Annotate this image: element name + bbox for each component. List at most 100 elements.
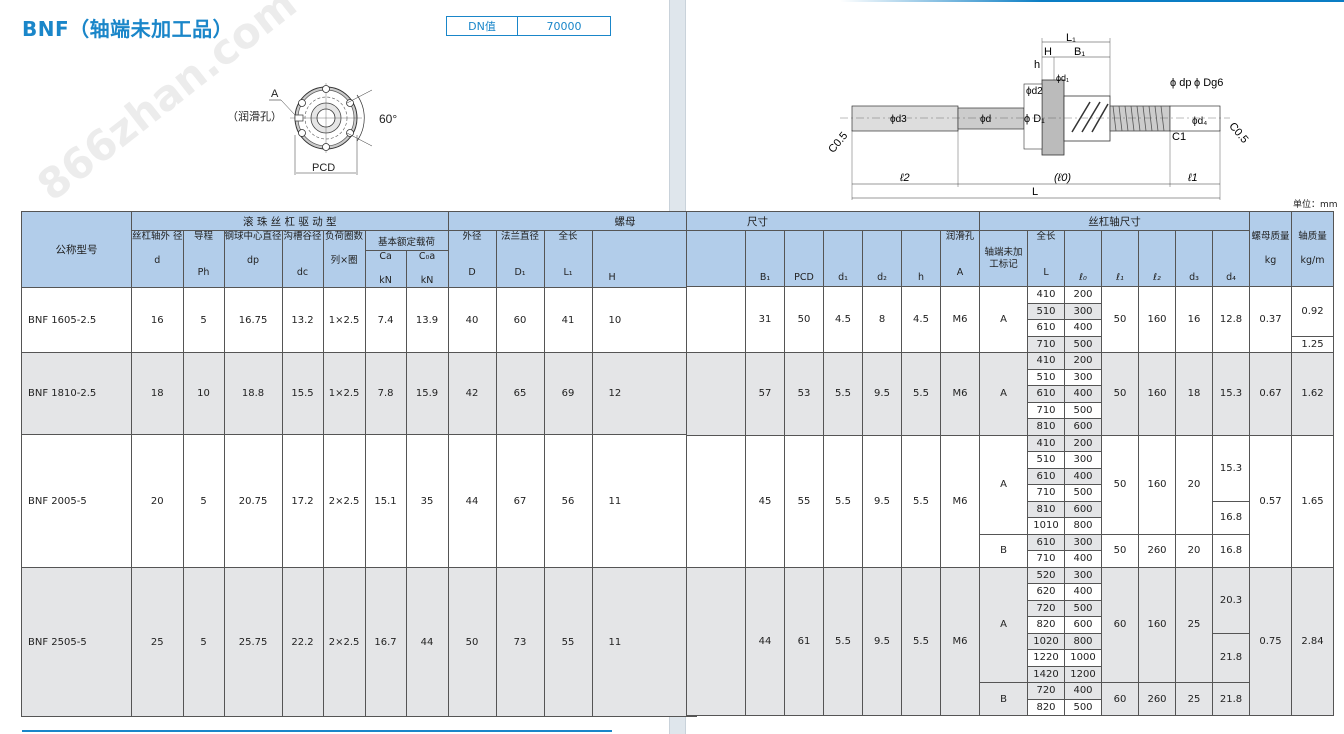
cell-d: 25 [131,567,184,717]
cell-l2: 260 [1138,682,1176,716]
cell-l0: 400 [1064,319,1102,337]
unit-label: 单位：mm [1293,200,1338,210]
cell-total-length: 610 [1027,319,1065,337]
cell-l2: 260 [1138,533,1176,568]
cell-dp: 16.75 [223,287,283,353]
cell-end-mark: A [979,434,1028,535]
cell-D: 50 [447,567,497,717]
cell-d3: 25 [1175,682,1213,716]
cell-d1: 5.5 [823,434,863,568]
header-b1: B₁ [745,230,785,287]
cell-shaft-mass: 1.65 [1291,434,1334,568]
cell-D: 40 [447,287,497,353]
header-d4: d₄ [1212,230,1250,287]
cell-l0: 200 [1064,434,1102,452]
cell-L1: 41 [543,287,593,353]
cell-l0: 300 [1064,566,1102,584]
cell-dc: 13.2 [281,287,324,353]
cell-shaft-mass-alt: 1.25 [1291,335,1334,353]
cell-d3: 20 [1175,434,1213,535]
cell-c0a: 44 [405,567,449,717]
cell-model: BNF 2005-5 [21,434,132,568]
cell-l0: 500 [1064,401,1102,419]
cell-d3: 25 [1175,566,1213,683]
cell-l0: 500 [1064,599,1102,617]
cell-d3: 18 [1175,352,1213,436]
cell-l0: 600 [1064,418,1102,436]
cell-dc: 22.2 [281,567,324,717]
cell-c0a: 15.9 [405,352,449,435]
cell-d1: 5.5 [823,352,863,436]
cell-total-length: 720 [1027,682,1065,700]
cell-H: 11 [591,567,697,717]
cell-circ: 1×2.5 [322,287,366,353]
cell-H: 12 [591,352,697,435]
cell-d2: 8 [862,286,902,353]
dim-c05-left: C0.5 [826,130,850,156]
dim-l2: ℓ2 [899,172,910,184]
cell-b1: 57 [745,352,785,436]
cell-ph: 5 [182,567,225,717]
cell-l0: 500 [1064,698,1102,716]
cell-end-mark: B [979,682,1028,716]
cell-dc: 17.2 [281,434,324,568]
cell-d4: 12.8 [1212,286,1250,353]
cell-D: 44 [447,434,497,568]
cell-model: BNF 2505-5 [21,567,132,717]
dim-total-l: L [1032,186,1038,198]
cell-l1: 50 [1101,434,1139,535]
cell-l1: 50 [1101,352,1139,436]
cell-dp: 20.75 [223,434,283,568]
header-group-shaft: 丝杠轴尺寸 [979,211,1250,231]
cell-dc: 15.5 [281,352,324,435]
cell-total-length: 710 [1027,335,1065,353]
dim-c1: C1 [1172,131,1186,143]
label-pcd: PCD [312,162,335,174]
cell-d3: 16 [1175,286,1213,353]
cell-h: 5.5 [901,434,941,568]
cell-l1: 60 [1101,566,1139,683]
cell-d2: 9.5 [862,566,902,716]
cell-d4: 20.3 [1212,566,1250,634]
cell-d4: 16.8 [1212,500,1250,535]
header-group-drive: 滚 珠 丝 杠 驱 动 型 [131,211,449,231]
cell-A: M6 [940,434,980,568]
cell-d1: 5.5 [823,566,863,716]
cell-A: M6 [940,352,980,436]
cell-d4: 21.8 [1212,632,1250,683]
cell-nut-mass: 0.75 [1249,566,1292,716]
cell-blank [686,434,746,568]
cell-d: 16 [131,287,184,353]
header-group-nut: 螺母 [447,211,697,231]
cell-pcd: 53 [784,352,824,436]
cell-total-length: 820 [1027,616,1065,634]
header-l1: ℓ₁ [1101,230,1139,287]
dim-b1: B₁ [1074,46,1085,58]
cell-shaft-mass: 1.62 [1291,352,1334,436]
dim-c05-right: C0.5 [1226,120,1250,146]
header-d1: d₁ [823,230,863,287]
cell-ph: 5 [182,287,225,353]
header-pcd: PCD [784,230,824,287]
cell-total-length: 820 [1027,698,1065,716]
cell-l0: 600 [1064,616,1102,634]
cell-total-length: 1010 [1027,517,1065,535]
label-lube-hole: （润滑孔） [227,109,282,123]
cell-l1: 50 [1101,533,1139,568]
cell-nut-mass: 0.67 [1249,352,1292,436]
header-h: H [591,230,697,288]
cell-total-length: 610 [1027,533,1065,551]
label-angle: 60° [379,112,397,126]
